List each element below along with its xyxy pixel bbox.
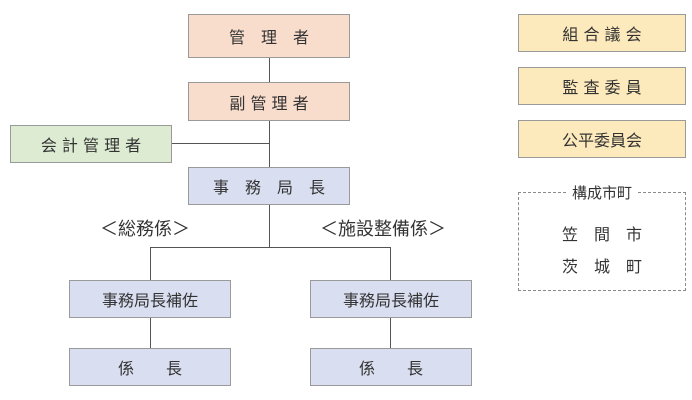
connector-left-hosa [150,247,151,280]
fuku-kanrisha-label: 副 管 理 者 [229,93,309,113]
connector-right-hosa [390,247,391,280]
connector-jimukyoku-split [269,205,270,247]
kanrisha-label: 管 理 者 [228,28,309,47]
kakaricho-left-box: 係 長 [69,348,231,386]
member-municipalities-title: 構成市町 [565,182,639,203]
kakaricho-right-label: 係 長 [358,359,423,378]
kohei-iinkai-box: 公平委員会 [518,120,686,158]
connector-right-kakaricho [390,318,391,348]
division-right-label: ＜施設整備係＞ [320,219,446,240]
kohei-iinkai-label: 公平委員会 [561,131,642,150]
connector-left-kakaricho [150,318,151,348]
member-ibaraki: 茨 城 町 [561,257,642,276]
kumiai-gikai-label: 組 合 議 会 [562,25,642,44]
hosa-right-label: 事務局長補佐 [342,291,439,310]
kaikei-kanrisha-box: 会 計 管 理 者 [10,125,172,163]
hosa-right-box: 事務局長補佐 [310,280,472,318]
hosa-left-label: 事務局長補佐 [101,291,198,310]
division-left-label: ＜総務係＞ [100,219,190,240]
kansa-iin-label: 監 査 委 員 [562,78,642,97]
jimukyokucho-label: 事 務 局 長 [212,178,325,197]
connector-fuku-jimukyoku [269,121,270,167]
connector-kanrisha-fuku [269,58,270,82]
kanrisha-box: 管 理 者 [188,14,350,58]
fuku-kanrisha-box: 副 管 理 者 [188,82,350,121]
jimukyokucho-box: 事 務 局 長 [188,167,350,205]
hosa-left-box: 事務局長補佐 [69,280,231,318]
kakaricho-left-label: 係 長 [117,359,182,378]
member-kasama: 笠 間 市 [561,225,642,244]
kansa-iin-box: 監 査 委 員 [518,67,686,105]
member-municipalities: 構成市町 笠 間 市 茨 城 町 [518,182,686,291]
kakaricho-right-box: 係 長 [310,348,472,386]
kaikei-kanrisha-label: 会 計 管 理 者 [40,136,142,155]
connector-horizontal [150,247,391,248]
connector-kaikei [172,143,270,144]
kumiai-gikai-box: 組 合 議 会 [518,14,686,52]
